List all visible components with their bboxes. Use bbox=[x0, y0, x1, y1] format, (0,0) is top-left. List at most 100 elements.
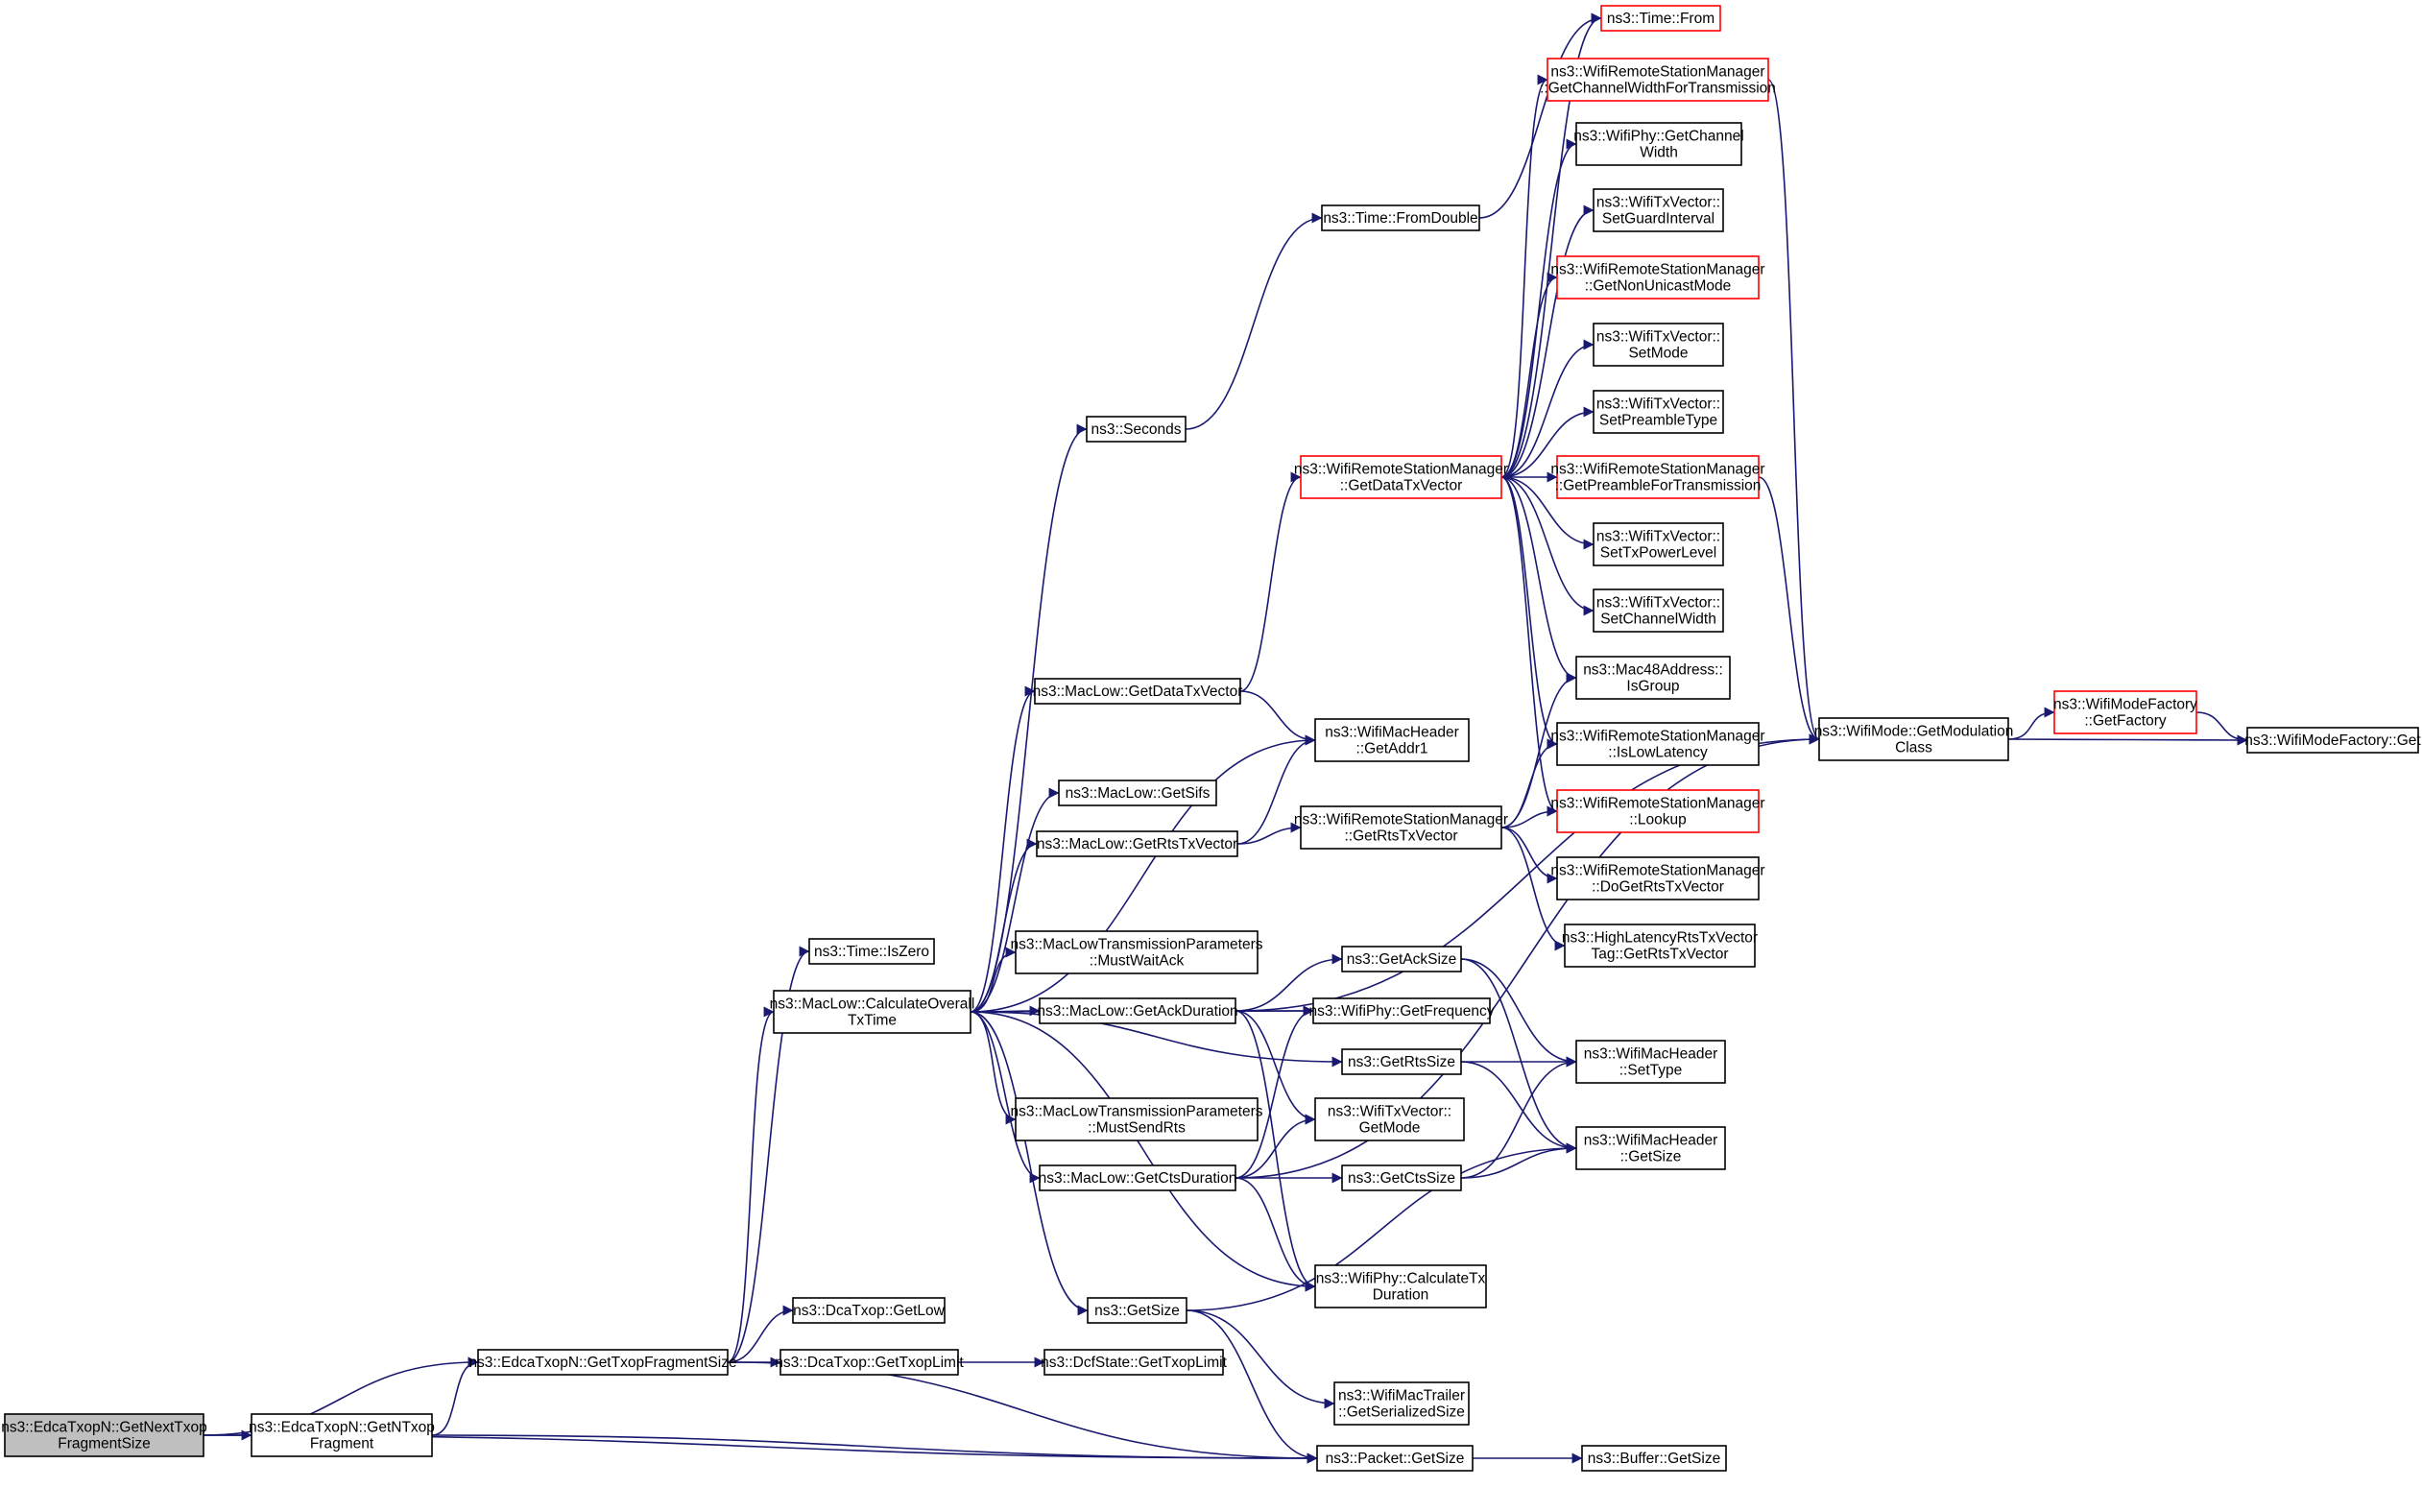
node-box bbox=[1058, 780, 1217, 806]
node-getTxopFragmentSize[interactable]: ns3::EdcaTxopN::GetTxopFragmentSize bbox=[468, 1349, 737, 1376]
edge-wrsmGetDataTxVector-to-txvSetPreambleType bbox=[1500, 406, 1595, 478]
edge-arrow bbox=[1235, 1177, 1316, 1292]
node-label: ns3::WifiMacHeader bbox=[1584, 1046, 1718, 1063]
node-modeFactoryGetFactory[interactable]: ns3::WifiModeFactory::GetFactory bbox=[2053, 690, 2197, 734]
node-txvSetMode[interactable]: ns3::WifiTxVector::SetMode bbox=[1593, 323, 1724, 367]
node-wrsmDoGetRtsTxVector[interactable]: ns3::WifiRemoteStationManager::DoGetRtsT… bbox=[1550, 856, 1765, 900]
node-label: ns3::Buffer::GetSize bbox=[1588, 1451, 1720, 1467]
node-mustSendRts[interactable]: ns3::MacLowTransmissionParameters::MustS… bbox=[1010, 1097, 1263, 1141]
node-hlGetRtsTxVector[interactable]: ns3::HighLatencyRtsTxVectorTag::GetRtsTx… bbox=[1562, 924, 1758, 968]
node-phyGetChannelWidth[interactable]: ns3::WifiPhy::GetChannelWidth bbox=[1573, 122, 1744, 166]
node-phyGetFrequency[interactable]: ns3::WifiPhy::GetFrequency bbox=[1309, 997, 1495, 1024]
node-timeFrom[interactable]: ns3::Time::From bbox=[1600, 5, 1721, 32]
node-label: Width bbox=[1640, 145, 1678, 161]
node-macGetDataTxVector[interactable]: ns3::MacLow::GetDataTxVector bbox=[1033, 678, 1243, 705]
node-box bbox=[1341, 1048, 1462, 1075]
node-box bbox=[1087, 1297, 1187, 1324]
edge-macGetCtsDuration-to-phyGetFrequency bbox=[1235, 1005, 1314, 1179]
node-txvSetPreambleType[interactable]: ns3::WifiTxVector::SetPreambleType bbox=[1593, 390, 1724, 434]
edge-wrsmGetDataTxVector-to-wrsmLookup bbox=[1500, 476, 1558, 817]
node-label: ns3::WifiMacTrailer bbox=[1338, 1388, 1465, 1404]
node-label: ns3::WifiMode::GetModulation bbox=[1814, 724, 2014, 740]
node-box bbox=[1556, 789, 1760, 833]
node-box bbox=[1321, 204, 1480, 231]
node-timeFromDouble[interactable]: ns3::Time::FromDouble bbox=[1321, 204, 1480, 231]
edge-macGetDataTxVector-to-macHdrGetAddr1 bbox=[1239, 690, 1316, 746]
node-wrsmIsLowLatency[interactable]: ns3::WifiRemoteStationManager::IsLowLate… bbox=[1550, 722, 1765, 766]
node-box bbox=[1341, 1164, 1462, 1191]
node-wrsmGetChannelWidthForTx[interactable]: ns3::WifiRemoteStationManager::GetChanne… bbox=[1540, 58, 1776, 102]
node-wrsmGetNonUnicastMode[interactable]: ns3::WifiRemoteStationManager::GetNonUni… bbox=[1550, 255, 1765, 300]
edge-arrow bbox=[1500, 339, 1595, 478]
node-macHdrGetAddr1[interactable]: ns3::WifiMacHeader::GetAddr1 bbox=[1314, 718, 1470, 762]
node-box bbox=[1015, 1097, 1259, 1141]
edge-arrow bbox=[1478, 12, 1602, 219]
node-label: ns3::Time::From bbox=[1607, 11, 1715, 27]
node-txvSetGuardInterval[interactable]: ns3::WifiTxVector::SetGuardInterval bbox=[1593, 188, 1724, 232]
node-getSize[interactable]: ns3::GetSize bbox=[1087, 1297, 1187, 1324]
edge-macGetCtsDuration-to-phyCalcTxDuration bbox=[1235, 1177, 1316, 1292]
node-trailerGetSerSize[interactable]: ns3::WifiMacTrailer::GetSerializedSize bbox=[1333, 1381, 1470, 1426]
node-dcaGetTxopLimit[interactable]: ns3::DcaTxop::GetTxopLimit bbox=[775, 1349, 964, 1376]
node-macGetCtsDuration[interactable]: ns3::MacLow::GetCtsDuration bbox=[1039, 1164, 1237, 1191]
node-mustWaitAck[interactable]: ns3::MacLowTransmissionParameters::MustW… bbox=[1010, 930, 1263, 974]
node-macGetAckDuration[interactable]: ns3::MacLow::GetAckDuration bbox=[1037, 997, 1238, 1024]
edge-arrow bbox=[1235, 1010, 1316, 1125]
node-label: ::GetNonUnicastMode bbox=[1585, 278, 1732, 295]
node-wrsmGetRtsTxVector[interactable]: ns3::WifiRemoteStationManager::GetRtsTxV… bbox=[1294, 805, 1508, 850]
node-dcaGetLow[interactable]: ns3::DcaTxop::GetLow bbox=[792, 1297, 946, 1324]
edge-arrow bbox=[1500, 476, 1558, 750]
node-wrsmGetDataTxVector[interactable]: ns3::WifiRemoteStationManager::GetDataTx… bbox=[1294, 455, 1508, 499]
node-mac48IsGroup[interactable]: ns3::Mac48Address::IsGroup bbox=[1575, 656, 1731, 700]
edge-calcOverallTxTime-to-mustSendRts bbox=[970, 1011, 1017, 1125]
node-wrsmGetPreambleForTx[interactable]: ns3::WifiRemoteStationManager::GetPreamb… bbox=[1550, 455, 1765, 499]
node-txvSetChannelWidth[interactable]: ns3::WifiTxVector::SetChannelWidth bbox=[1593, 588, 1724, 633]
node-seconds[interactable]: ns3::Seconds bbox=[1086, 416, 1187, 443]
edge-arrow bbox=[1236, 734, 1316, 845]
node-getRtsSize[interactable]: ns3::GetRtsSize bbox=[1341, 1048, 1462, 1075]
edge-macGetAckDuration-to-txvGetMode bbox=[1235, 1010, 1316, 1125]
node-label: ns3::WifiRemoteStationManager bbox=[1294, 462, 1508, 478]
node-box bbox=[1015, 930, 1259, 974]
node-txvSetTxPowerLevel[interactable]: ns3::WifiTxVector::SetTxPowerLevel bbox=[1593, 522, 1724, 566]
node-label: ns3::WifiRemoteStationManager bbox=[1550, 462, 1764, 478]
node-timeIsZero[interactable]: ns3::Time::IsZero bbox=[808, 938, 935, 965]
node-label: ns3::GetAckSize bbox=[1347, 951, 1457, 968]
node-label: FragmentSize bbox=[58, 1436, 150, 1452]
edge-macGetDataTxVector-to-wrsmGetDataTxVector bbox=[1239, 471, 1302, 692]
node-box bbox=[1547, 58, 1769, 102]
node-label: ns3::Packet::GetSize bbox=[1326, 1451, 1465, 1467]
node-getAckSize[interactable]: ns3::GetAckSize bbox=[1341, 946, 1462, 972]
node-dcfGetTxopLimit[interactable]: ns3::DcfState::GetTxopLimit bbox=[1041, 1349, 1228, 1376]
node-macHdrGetSize[interactable]: ns3::WifiMacHeader::GetSize bbox=[1575, 1126, 1726, 1170]
node-bufferGetSize[interactable]: ns3::Buffer::GetSize bbox=[1581, 1445, 1727, 1472]
edge-arrow bbox=[1460, 958, 1577, 1154]
node-box bbox=[2053, 690, 2197, 734]
node-box bbox=[1314, 1264, 1487, 1308]
node-box bbox=[1036, 830, 1238, 857]
node-box bbox=[1818, 717, 2009, 761]
node-macGetRtsTxVector[interactable]: ns3::MacLow::GetRtsTxVector bbox=[1036, 830, 1238, 857]
edge-wrsmGetDataTxVector-to-txvSetChannelWidth bbox=[1500, 476, 1595, 616]
edge-calcOverallTxTime-to-phyCalcTxDuration bbox=[970, 1011, 1316, 1292]
edge-macGetRtsTxVector-to-wrsmGetRtsTxVector bbox=[1236, 822, 1302, 845]
node-getCtsSize[interactable]: ns3::GetCtsSize bbox=[1341, 1164, 1462, 1191]
edge-calcOverallTxTime-to-macGetCtsDuration bbox=[970, 1011, 1041, 1184]
node-label: ns3::WifiPhy::GetChannel bbox=[1573, 129, 1743, 145]
node-label: ::GetPreambleForTransmission bbox=[1555, 478, 1762, 494]
node-box bbox=[779, 1349, 959, 1376]
node-macGetSifs[interactable]: ns3::MacLow::GetSifs bbox=[1058, 780, 1217, 806]
node-modeFactoryGet[interactable]: ns3::WifiModeFactory::Get bbox=[2244, 727, 2421, 754]
node-box bbox=[1039, 997, 1236, 1024]
node-macHdrSetType[interactable]: ns3::WifiMacHeader::SetType bbox=[1575, 1040, 1726, 1084]
node-packetGetSize[interactable]: ns3::Packet::GetSize bbox=[1316, 1445, 1474, 1472]
node-wrsmLookup[interactable]: ns3::WifiRemoteStationManager::Lookup bbox=[1550, 789, 1765, 833]
node-label: ns3::MacLow::GetSifs bbox=[1066, 785, 1211, 802]
node-label: ns3::WifiRemoteStationManager bbox=[1550, 64, 1764, 81]
node-txvGetMode[interactable]: ns3::WifiTxVector::GetMode bbox=[1314, 1097, 1465, 1141]
